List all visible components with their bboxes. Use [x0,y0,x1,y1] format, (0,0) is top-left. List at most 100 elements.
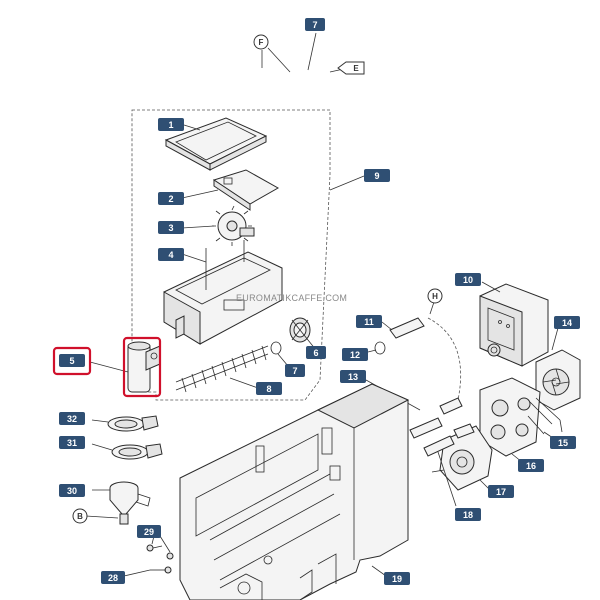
highlight-frame-label-5 [52,346,92,376]
part-small-ring [374,341,386,355]
leader-7 [277,353,289,367]
svg-text:32: 32 [67,414,77,424]
part-pump-body [479,377,541,457]
svg-text:19: 19 [392,574,402,584]
callout-32: 32 [59,412,85,425]
callout-2: 2 [158,192,184,205]
svg-text:11: 11 [364,317,374,327]
svg-text:10: 10 [463,275,473,285]
part-o-ring [270,341,282,355]
leader-14 [551,327,559,351]
svg-text:1: 1 [168,120,173,130]
svg-text:4: 4 [168,250,173,260]
watermark: EUROMATIKCAFFE.COM [236,293,347,303]
callout-5: 5 [59,354,85,367]
leader-b [85,515,119,519]
callout-4: 4 [158,248,184,261]
callout-1: 1 [158,118,184,131]
svg-text:9: 9 [374,171,379,181]
leader-29 [151,535,171,553]
callout-12: 12 [342,348,368,361]
callout-14: 14 [554,316,580,329]
part-screws-small [146,544,174,574]
leader-11 [381,321,393,331]
callout-28: 28 [101,571,125,584]
leader-3 [181,225,215,229]
leader-4 [181,253,207,263]
callout-13: 13 [340,370,366,383]
callout-letter-f: F [253,34,269,50]
callout-18: 18 [455,508,481,521]
leader-31 [91,443,113,451]
callout-31: 31 [59,436,85,449]
dashed-link-h [427,317,461,401]
part-hopper-container [163,240,283,345]
callout-30: 30 [59,484,85,497]
svg-text:18: 18 [463,510,473,520]
callout-letter-e: E [337,61,365,75]
callout-7: 7 [285,364,305,377]
callout-letter-b: B [72,508,88,524]
svg-text:2: 2 [168,194,173,204]
callout-letter-h: H [427,288,443,304]
svg-text:6: 6 [313,348,318,358]
svg-text:H: H [432,292,438,301]
callout-9: 9 [364,169,390,182]
leader-10 [481,281,501,293]
leader-9 [329,175,365,191]
part-gear [289,317,311,343]
highlight-frame-spout [122,336,162,398]
callout-3: 3 [158,221,184,234]
callout-19: 19 [384,572,410,585]
svg-text:7: 7 [312,20,317,30]
leader-18 [437,451,457,507]
part-5-spout [127,341,161,393]
svg-text:7: 7 [292,366,297,376]
leader-7-top [307,32,317,71]
leader-19 [371,565,387,577]
svg-text:F: F [259,38,264,47]
svg-text:B: B [77,512,83,521]
callout-15: 15 [550,436,576,449]
svg-text:28: 28 [108,573,118,583]
svg-text:E: E [353,64,359,73]
svg-text:17: 17 [496,487,506,497]
callout-8: 8 [256,382,282,395]
part-screws [527,397,561,435]
svg-text:29: 29 [144,527,154,537]
svg-text:8: 8 [266,384,271,394]
svg-text:16: 16 [526,461,536,471]
leader-5 [89,361,129,373]
part-cap-ring [107,415,159,432]
svg-text:31: 31 [67,438,77,448]
svg-text:15: 15 [558,438,568,448]
svg-text:12: 12 [350,350,360,360]
callout-6: 6 [306,346,326,359]
svg-text:13: 13 [348,372,358,382]
part-fan [535,349,581,411]
svg-text:30: 30 [67,486,77,496]
leader-28 [123,569,151,577]
part-auger-spring [175,345,269,393]
part-nozzle [109,481,151,525]
part-star-wheel [212,205,255,246]
callout-16: 16 [518,459,544,472]
part-flap [212,169,280,211]
leader-1 [183,124,201,131]
part-funnel-ring [111,443,163,460]
leader-h [429,301,435,315]
svg-text:3: 3 [168,223,173,233]
leader-32 [91,419,109,423]
part-pin [389,317,425,339]
callout-7-top: 7 [305,18,325,31]
svg-text:5: 5 [69,356,74,366]
callout-29: 29 [137,525,161,538]
callout-10: 10 [455,273,481,286]
leader-2 [181,189,219,199]
leader-f-b [267,47,291,73]
svg-text:14: 14 [562,318,572,328]
callout-11: 11 [356,315,382,328]
part-hopper-lid [164,117,268,171]
callout-17: 17 [488,485,514,498]
